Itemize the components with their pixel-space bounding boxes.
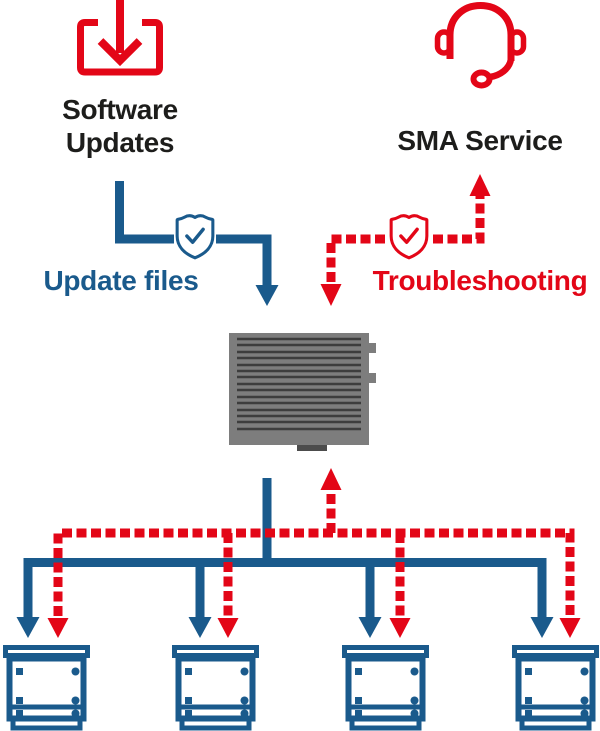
download-icon [77,0,163,76]
shield-check-icon-red [391,216,427,258]
inverter-device-1 [6,648,88,729]
sma-service-label: SMA Service [397,125,563,156]
inverter-device-4 [515,648,597,729]
headset-icon [434,1,527,89]
inverter-device-3 [345,648,427,729]
software-updates-line1: Software [62,94,178,125]
data-manager-device [229,333,376,451]
device-vents [237,337,361,431]
distribution-blue-lines [16,478,554,638]
distribution-red-lines [47,468,581,638]
software-updates-label: Software Updates [20,93,220,159]
inverter-device-2 [175,648,257,729]
troubleshooting-label: Troubleshooting [372,265,588,296]
update-files-label: Update files [43,265,199,296]
software-updates-line2: Updates [65,127,175,158]
shield-check-icon-blue [177,216,213,258]
